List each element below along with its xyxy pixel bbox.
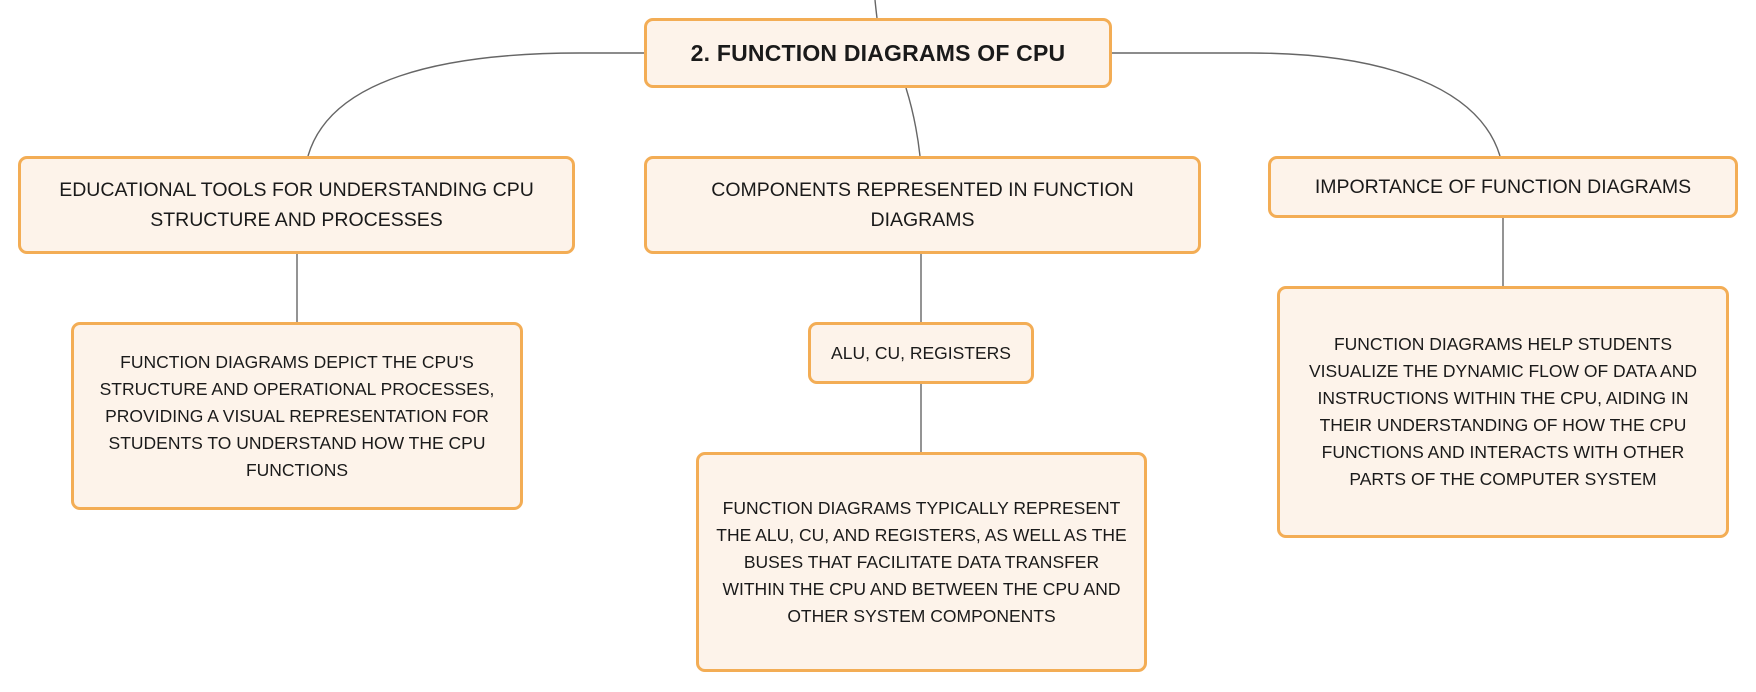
branch-node-importance[interactable]: IMPORTANCE OF FUNCTION DIAGRAMS xyxy=(1268,156,1738,218)
root-node-label: 2. FUNCTION DIAGRAMS OF CPU xyxy=(690,39,1066,66)
branch-node-label: EDUCATIONAL TOOLS FOR UNDERSTANDING CPU … xyxy=(59,179,534,231)
branch-node-label: IMPORTANCE OF FUNCTION DIAGRAMS xyxy=(1314,176,1692,198)
leaf-node-components-description[interactable]: FUNCTION DIAGRAMS TYPICALLY REPRESENT TH… xyxy=(696,452,1147,672)
connector-root-to-branch-components xyxy=(905,87,921,157)
leaf-node-educational-description[interactable]: FUNCTION DIAGRAMS DEPICT THE CPU'S STRUC… xyxy=(71,322,523,510)
connector-root-to-branch-importance xyxy=(1112,52,1501,157)
leaf-node-label: FUNCTION DIAGRAMS TYPICALLY REPRESENT TH… xyxy=(716,497,1127,626)
branch-node-label: COMPONENTS REPRESENTED IN FUNCTION DIAGR… xyxy=(711,179,1134,231)
sub-branch-node-label: ALU, CU, REGISTERS xyxy=(831,342,1011,363)
branch-node-components[interactable]: COMPONENTS REPRESENTED IN FUNCTION DIAGR… xyxy=(644,156,1201,254)
leaf-node-label: FUNCTION DIAGRAMS DEPICT THE CPU'S STRUC… xyxy=(99,351,495,480)
branch-node-educational-tools[interactable]: EDUCATIONAL TOOLS FOR UNDERSTANDING CPU … xyxy=(18,156,575,254)
sub-branch-node-alu-cu-registers[interactable]: ALU, CU, REGISTERS xyxy=(808,322,1034,384)
connector-parent-to-root xyxy=(874,0,878,19)
connector-root-to-branch-educational xyxy=(307,52,644,157)
leaf-node-label: FUNCTION DIAGRAMS HELP STUDENTS VISUALIZ… xyxy=(1309,334,1697,489)
root-node[interactable]: 2. FUNCTION DIAGRAMS OF CPU xyxy=(644,18,1112,88)
leaf-node-importance-description[interactable]: FUNCTION DIAGRAMS HELP STUDENTS VISUALIZ… xyxy=(1277,286,1729,538)
